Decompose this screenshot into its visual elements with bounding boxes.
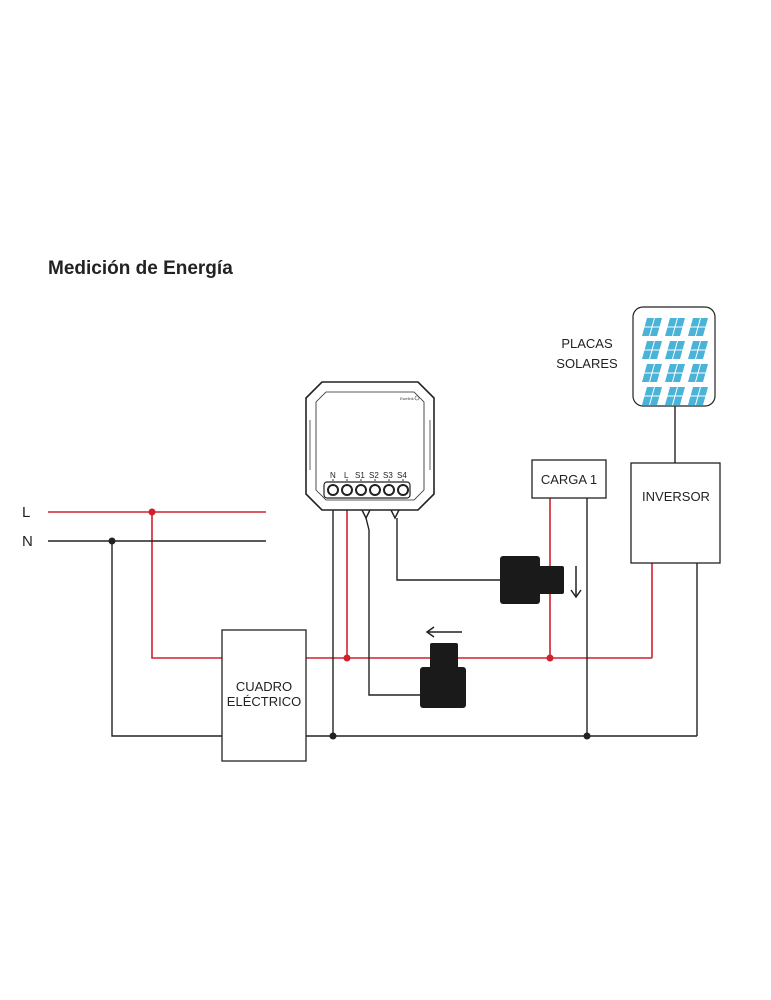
junction-dot (148, 508, 156, 516)
solar-label-line1: PLACAS (561, 336, 613, 351)
solar-panels: PLACAS SOLARES (556, 306, 716, 407)
solar-cell-line (672, 340, 678, 360)
solar-cell-grid (642, 317, 708, 406)
terminal-label: L (344, 471, 349, 480)
terminal-label: S3 (383, 471, 393, 480)
neutral-wires (48, 405, 698, 737)
junction-dot (546, 654, 554, 662)
electrical-panel-box: CUADRO ELÉCTRICO (221, 629, 307, 762)
energy-meter-device: Ewelink N L S1 S2 S3 S4 (305, 381, 435, 511)
solar-cell-line (672, 386, 678, 406)
live-line-label: L (22, 504, 30, 521)
load-box: CARGA 1 (531, 459, 607, 499)
current-clamp-main (420, 626, 466, 708)
terminal-label: S4 (397, 471, 407, 480)
junction-dot (108, 537, 116, 545)
neutral-line-label: N (22, 533, 33, 550)
arrow-left-icon (425, 626, 462, 638)
device-status-led (414, 395, 420, 401)
terminal-label: N (330, 471, 336, 480)
junction-dots (108, 508, 591, 740)
solar-label-line2: SOLARES (556, 356, 618, 371)
device-brand-label: Ewelink (400, 396, 414, 401)
panel-label-line2: ELÉCTRICO (227, 694, 301, 709)
junction-dot (343, 654, 351, 662)
solar-cell-line (649, 340, 655, 360)
solar-cell-line (695, 317, 701, 337)
arrow-down-icon (570, 566, 582, 599)
solar-cell-line (649, 317, 655, 337)
inverter-label: INVERSOR (642, 489, 710, 504)
junction-dot (329, 732, 337, 740)
solar-cell-line (695, 340, 701, 360)
junction-dot (583, 732, 591, 740)
load-label: CARGA 1 (541, 472, 597, 487)
solar-cell-line (695, 386, 701, 406)
solar-cell-line (672, 363, 678, 383)
terminal-screws (327, 484, 409, 496)
terminal-label: S2 (369, 471, 379, 480)
panel-label-line1: CUADRO (236, 679, 292, 694)
page-title: Medición de Energía (48, 258, 233, 279)
solar-cell-line (672, 317, 678, 337)
sensor-wires (361, 509, 500, 696)
solar-cell-line (695, 363, 701, 383)
current-clamp-load (500, 556, 582, 604)
solar-cell-line (649, 386, 655, 406)
terminal-label: S1 (355, 471, 365, 480)
solar-cell-line (649, 363, 655, 383)
inverter-box: INVERSOR (630, 462, 721, 564)
